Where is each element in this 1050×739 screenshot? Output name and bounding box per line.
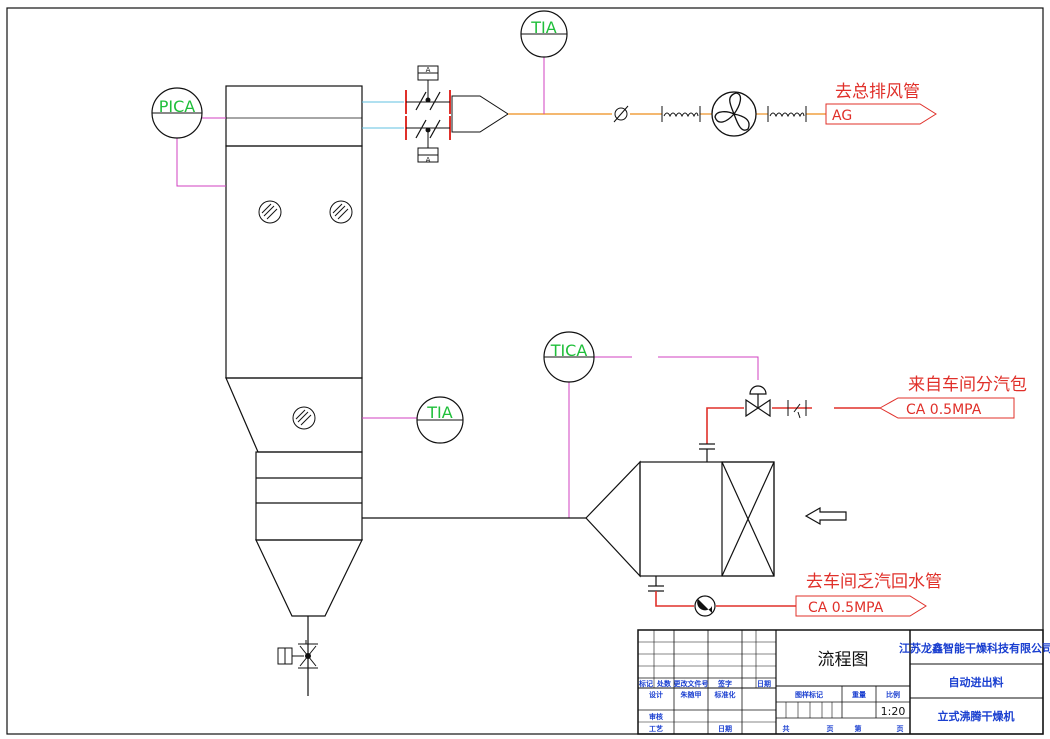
exhaust-cyan-stubs [362,101,404,129]
valve-tag-upper: A [426,66,431,74]
steam-trap-icon [694,595,716,617]
condensate-flange [648,576,664,592]
hdr-signature: 签字 [717,679,732,688]
exhaust-valve-lower: A [405,116,451,164]
valve-tag-lower: A [426,156,431,164]
exhaust-fan-icon [711,91,757,137]
dryer-vessel [225,85,363,696]
hdr-mark: 标记 [638,679,653,688]
sheet-number: 第 [855,724,862,733]
exhaust-plenum [225,85,363,147]
steam-supply-pipe [706,407,860,444]
scale-value: 1:20 [881,705,906,718]
sheet-page-2: 页 [897,724,904,733]
sight-glass-right [329,200,353,224]
steam-source: CA 0.5MPA 来自车间分汽包 [860,375,1027,419]
row-design-label: 设计 [649,690,663,699]
condensate-label: 去车间乏汽回水管 [806,572,942,592]
instrument-tica: TICA [543,331,759,518]
flex-joint-left [661,106,701,122]
tia-bed-tag: TIA [426,403,452,422]
air-intake-arrow-icon [804,506,847,526]
air-heater [585,460,775,578]
sheet-page-1: 页 [827,724,834,733]
equipment-name: 立式沸腾干燥机 [938,709,1015,723]
steam-in-code: CA 0.5MPA [906,402,982,418]
drawing-name: 流程图 [818,650,869,670]
row-standardization: 标准化 [714,690,736,699]
discharge-valve [277,640,318,669]
row-process: 工艺 [649,724,663,733]
instrument-pica: PICA [151,87,226,187]
company-name: 江苏龙鑫智能干燥科技有限公司 [899,641,1050,655]
stage-weight: 重量 [852,690,866,699]
flex-joint-right [767,106,807,122]
row-design-person: 朱随甲 [681,690,702,699]
row-date: 日期 [718,724,732,733]
instrument-tia-bed: TIA [362,396,464,444]
steam-in-label: 来自车间分汽包 [908,375,1027,395]
hdr-count: 处数 [656,679,672,688]
tica-tag: TICA [550,341,588,360]
sight-glass-cone [292,406,316,430]
expansion-cone [225,377,363,453]
steam-flange-top [699,443,715,462]
condensate-pipe [655,591,796,607]
exhaust-reducer [451,95,509,133]
stage-scale: 比例 [886,690,900,699]
sight-glass-left [258,200,282,224]
pica-tag: PICA [159,97,196,116]
condensate-destination: CA 0.5MPA 去车间乏汽回水管 [795,572,942,617]
condensate-code: CA 0.5MPA [808,600,884,616]
title-block [637,629,1044,735]
steam-control-valve [745,385,771,418]
exhaust-destination: AG 去总排风管 [825,82,937,125]
exhaust-damper [613,105,629,123]
steam-isolation-valve [787,400,807,419]
exhaust-valve-upper: A [405,65,451,114]
product-bowl [255,451,363,541]
tia-exhaust-tag: TIA [530,18,556,37]
project-name: 自动进出料 [949,675,1004,689]
instrument-tia-exhaust: TIA [520,10,568,114]
hdr-date: 日期 [757,679,771,688]
exhaust-code: AG [832,108,852,124]
hdr-change-doc: 更改文件号 [674,679,709,688]
drawing-frame [6,7,1044,735]
sheet-total: 共 [783,724,790,733]
exhaust-label: 去总排风管 [835,82,920,102]
drying-chamber [225,145,363,379]
stage-drawing-mark: 图样标记 [795,690,823,699]
row-review: 审核 [649,712,663,721]
inlet-cone [255,539,363,617]
